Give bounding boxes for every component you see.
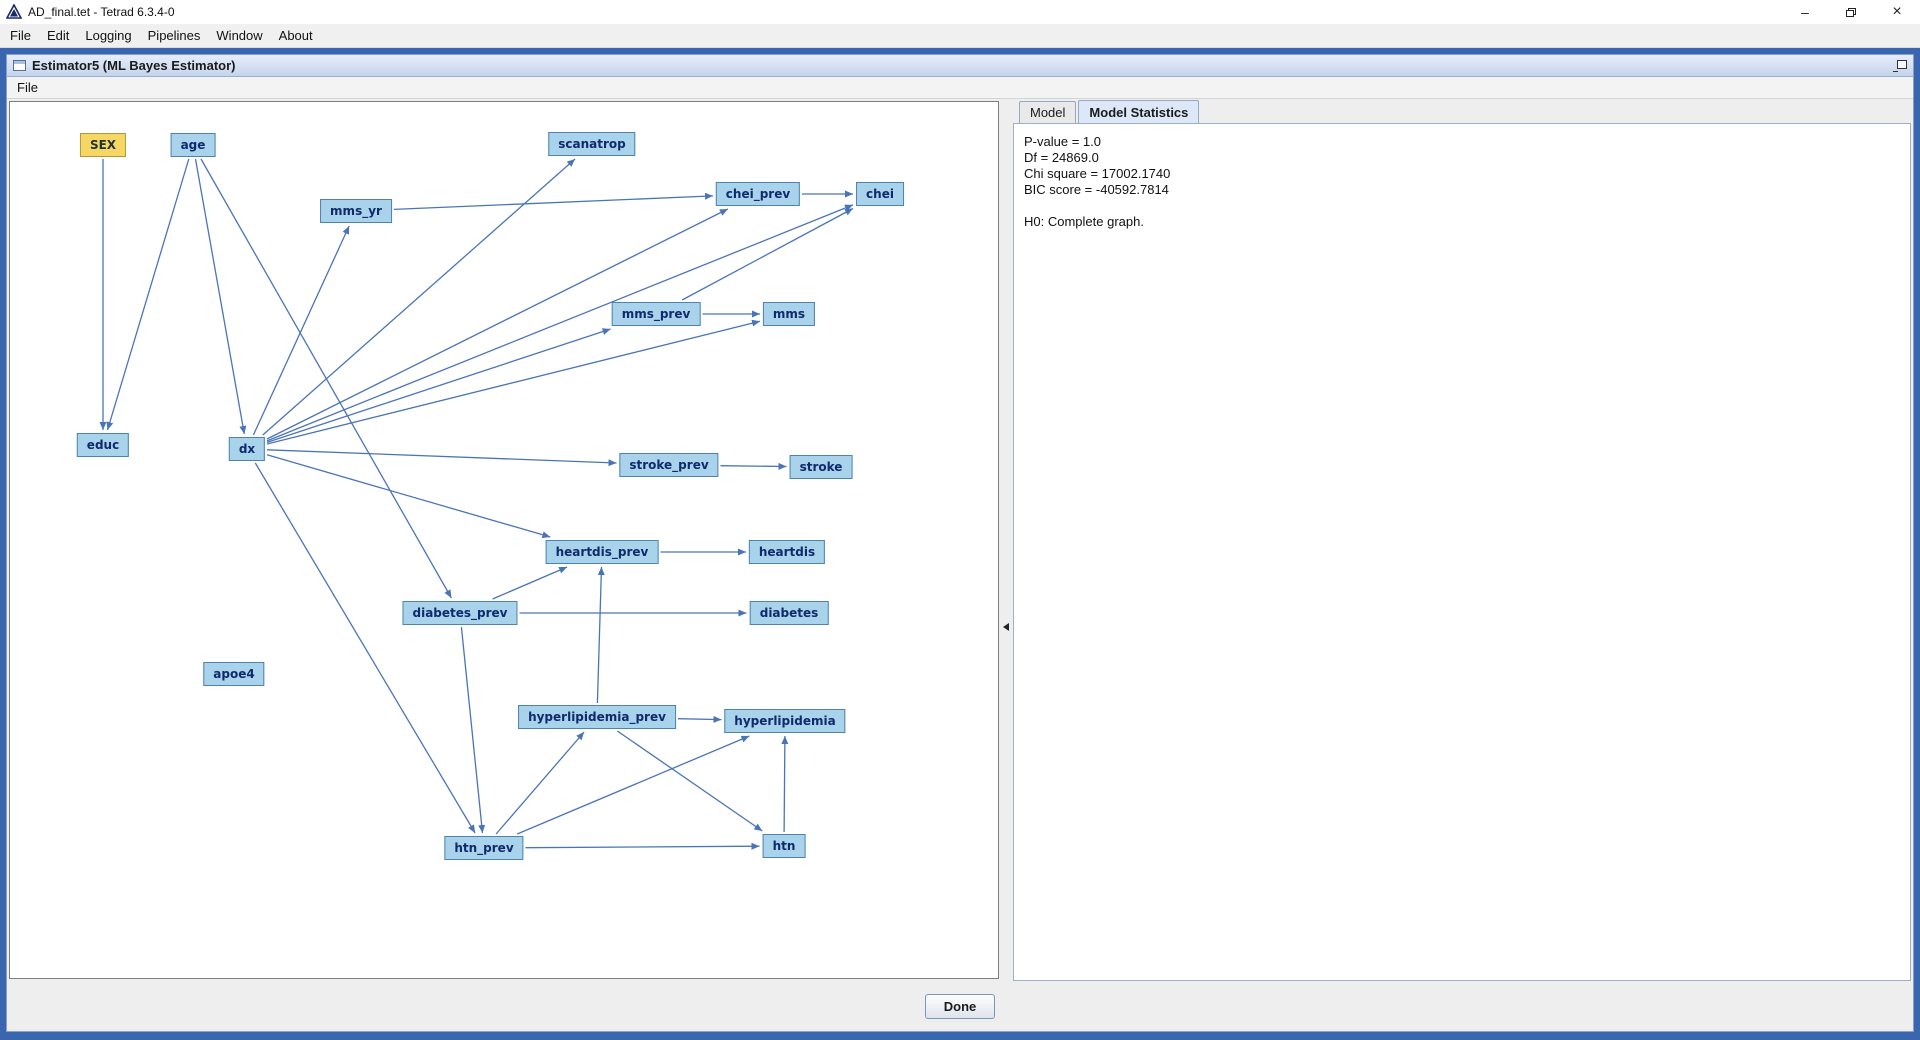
- frame-title-bar[interactable]: Estimator5 (ML Bayes Estimator): [7, 55, 1913, 77]
- graph-edge-dx-scanatrop: [262, 158, 576, 436]
- tetrad-app-icon: [5, 3, 23, 20]
- graph-node-dx[interactable]: dx: [228, 437, 266, 461]
- graph-node-heartdis[interactable]: heartdis: [748, 540, 826, 564]
- graph-edge-mms_prev-chei: [681, 207, 854, 301]
- menu-item-file[interactable]: File: [10, 28, 31, 43]
- graph-node-educ[interactable]: educ: [76, 433, 130, 457]
- graph-node-mms_yr[interactable]: mms_yr: [320, 199, 392, 223]
- graph-edge-mms_yr-chei_prev: [393, 192, 714, 211]
- graph-node-stroke[interactable]: stroke: [789, 455, 853, 479]
- frame-menu-item-file[interactable]: File: [17, 80, 38, 95]
- frame-menubar: File: [7, 77, 1913, 99]
- graph-edge-dx-mms_yr: [252, 225, 350, 436]
- graph-edge-hyperlipidemia_prev-hyperlipidemia: [677, 715, 722, 723]
- graph-node-apoe4[interactable]: apoe4: [203, 662, 265, 686]
- menu-item-window[interactable]: Window: [216, 28, 263, 43]
- graph-edge-hyperlipidemia_prev-htn: [616, 730, 763, 832]
- graph-edge-htn-hyperlipidemia: [781, 735, 789, 833]
- graph-edge-dx-mms: [266, 319, 761, 445]
- done-button[interactable]: Done: [925, 993, 995, 1019]
- graph-node-mms[interactable]: mms: [762, 302, 816, 326]
- stat-line: BIC score = -40592.7814: [1024, 182, 1169, 197]
- graph-edge-stroke_prev-stroke: [720, 462, 787, 470]
- graph-edge-age-diabetes_prev: [200, 158, 452, 599]
- graph-edge-hyperlipidemia_prev-heartdis_prev: [596, 566, 605, 704]
- splitter-collapse-icon[interactable]: [1003, 623, 1009, 631]
- graph-panel[interactable]: SEX age scanatrop mms_yr chei_prev chei mms_pr…: [9, 101, 999, 979]
- graph-node-hyperlipidemia_prev[interactable]: hyperlipidemia_prev: [518, 705, 676, 729]
- tab-model[interactable]: Model: [1019, 101, 1077, 123]
- frame-maximize-icon[interactable]: [1893, 59, 1907, 72]
- graph-node-htn[interactable]: htn: [762, 834, 806, 858]
- split-divider[interactable]: [1001, 99, 1013, 981]
- stat-line: [1024, 198, 1900, 214]
- frame-title: Estimator5 (ML Bayes Estimator): [32, 58, 236, 73]
- desktop-pane: Estimator5 (ML Bayes Estimator) File SEX…: [0, 48, 1920, 1040]
- app-menubar: File Edit Logging Pipelines Window About: [0, 24, 1920, 48]
- graph-edge-htn_prev-hyperlipidemia: [516, 735, 750, 835]
- graph-node-scanatrop[interactable]: scanatrop: [548, 132, 636, 156]
- graph-edge-dx-heartdis_prev: [266, 454, 551, 539]
- title-bar: AD_final.tet - Tetrad 6.3.4-0 – ×: [0, 0, 1920, 24]
- menu-item-edit[interactable]: Edit: [46, 28, 70, 43]
- restore-icon[interactable]: [1828, 0, 1874, 24]
- stat-line: Chi square = 17002.1740: [1024, 166, 1171, 181]
- window-title: AD_final.tet - Tetrad 6.3.4-0: [28, 5, 175, 19]
- graph-node-age[interactable]: age: [170, 133, 216, 157]
- minimize-icon[interactable]: –: [1801, 4, 1809, 20]
- stat-line: P-value = 1.0: [1024, 134, 1101, 149]
- graph-node-diabetes[interactable]: diabetes: [749, 601, 829, 625]
- close-icon[interactable]: ×: [1892, 3, 1902, 20]
- bottom-button-panel: Done: [7, 981, 1913, 1031]
- graph-node-heartdis_prev[interactable]: heartdis_prev: [545, 540, 659, 564]
- graph-node-chei_prev[interactable]: chei_prev: [715, 182, 801, 206]
- menu-item-pipelines[interactable]: Pipelines: [147, 28, 201, 43]
- tab-model-statistics[interactable]: Model Statistics: [1078, 100, 1200, 123]
- graph-edge-htn_prev-hyperlipidemia_prev: [495, 731, 585, 835]
- frame-icon: [13, 60, 26, 71]
- graph-node-diabetes_prev[interactable]: diabetes_prev: [402, 601, 518, 625]
- graph-edge-age-educ: [106, 158, 190, 431]
- frame-body: SEX age scanatrop mms_yr chei_prev chei mms_pr…: [7, 99, 1913, 981]
- graph-edge-dx-mms_prev: [266, 328, 611, 444]
- graph-edge-diabetes_prev-heartdis_prev: [492, 566, 568, 600]
- graph-node-htn_prev[interactable]: htn_prev: [444, 836, 524, 860]
- graph-edge-diabetes_prev-htn_prev: [460, 626, 486, 834]
- graph-edge-htn_prev-htn: [525, 842, 760, 850]
- graph-node-stroke_prev[interactable]: stroke_prev: [619, 453, 719, 477]
- graph-edge-dx-htn_prev: [254, 462, 476, 834]
- menu-item-about[interactable]: About: [278, 28, 313, 43]
- graph-node-chei[interactable]: chei: [856, 182, 904, 206]
- graph-node-sex[interactable]: SEX: [79, 133, 127, 157]
- graph-node-hyperlipidemia[interactable]: hyperlipidemia: [724, 709, 846, 733]
- graph-node-mms_prev[interactable]: mms_prev: [611, 302, 701, 326]
- stat-line: Df = 24869.0: [1024, 150, 1099, 165]
- stat-line: H0: Complete graph.: [1024, 214, 1144, 229]
- estimator-frame: Estimator5 (ML Bayes Estimator) File SEX…: [6, 54, 1914, 1032]
- graph-edge-age-dx: [194, 158, 247, 435]
- window-controls: – ×: [1782, 0, 1920, 24]
- menu-item-logging[interactable]: Logging: [85, 28, 132, 43]
- graph-edge-dx-stroke_prev: [266, 449, 617, 467]
